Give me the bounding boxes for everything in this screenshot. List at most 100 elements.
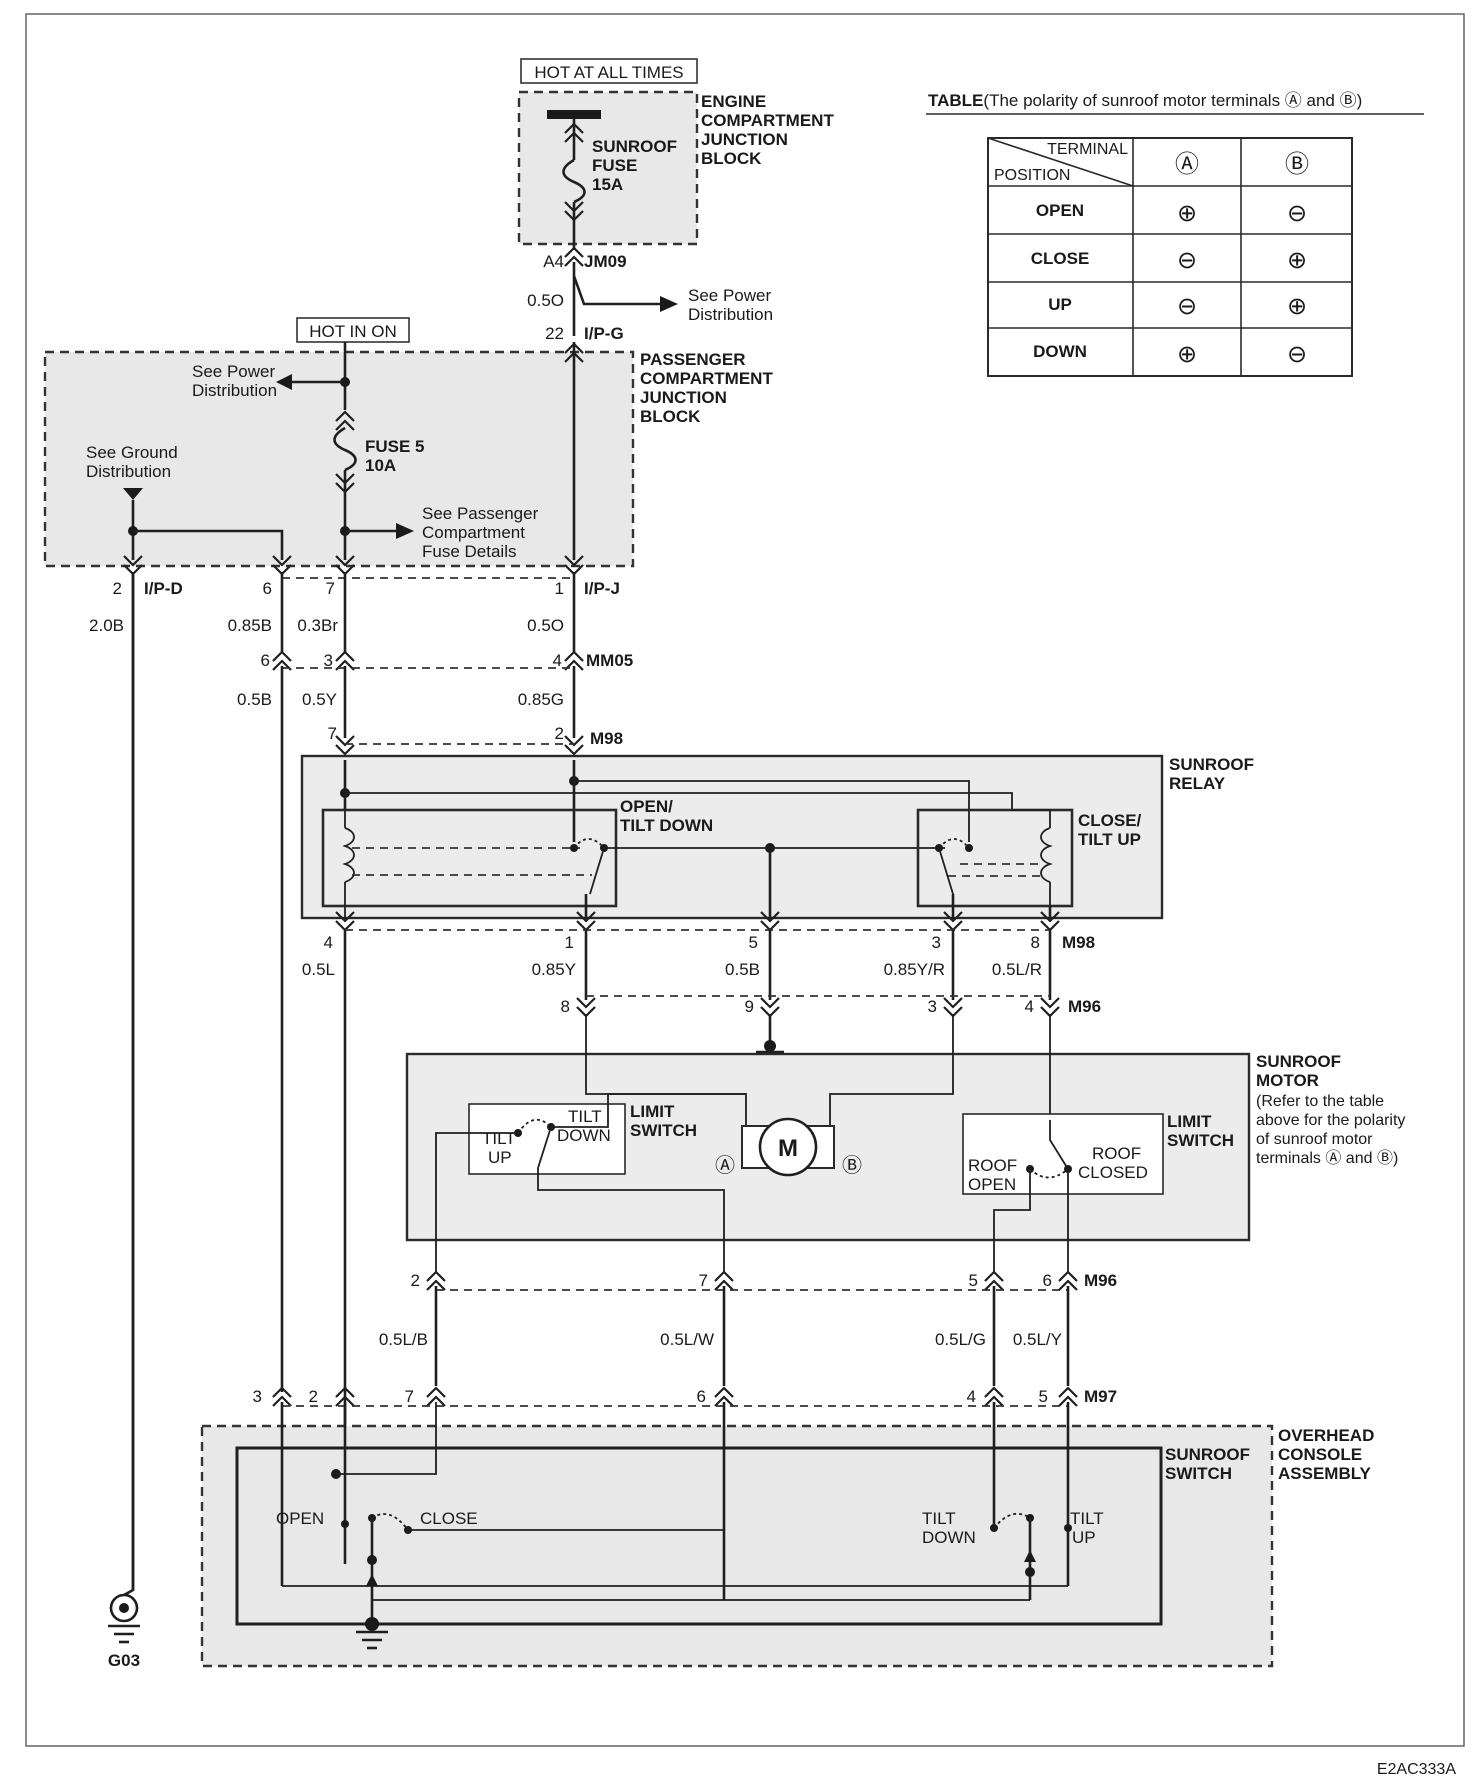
table-header-terminal: TERMINAL — [1047, 141, 1128, 158]
motor-terminal-a: Ⓐ — [715, 1154, 735, 1177]
overhead-console-label-2: CONSOLE — [1278, 1445, 1362, 1464]
fuse5-label-1: FUSE 5 — [365, 437, 425, 456]
wire-05LG: 0.5L/G — [935, 1330, 986, 1349]
bus-bar — [547, 110, 601, 119]
overhead-console-label-1: OVERHEAD — [1278, 1426, 1374, 1445]
m97-pin-5: 5 — [1039, 1387, 1048, 1406]
roof-open-limit-2: OPEN — [968, 1175, 1016, 1194]
ipj-connector-label: I/P-J — [584, 579, 620, 598]
see-passenger-fuse-line3: Fuse Details — [422, 542, 516, 561]
engine-junction-label-1: ENGINE — [701, 92, 766, 111]
table-row-close-position: CLOSE — [1031, 249, 1090, 268]
m98-bottom-pin-5: 5 — [749, 933, 758, 952]
sunroof-switch-box — [235, 1446, 1163, 1626]
wire-05LY: 0.5L/Y — [1013, 1330, 1062, 1349]
roof-open-limit-1: ROOF — [968, 1156, 1017, 1175]
motor-symbol — [758, 1117, 818, 1177]
open-tilt-down-relay — [321, 808, 618, 908]
close-tilt-up-label-2: TILT UP — [1078, 830, 1141, 849]
wire-05Y: 0.5Y — [302, 690, 337, 709]
engine-junction-label-4: BLOCK — [701, 149, 762, 168]
see-power-dist-2-line1: See Power — [192, 362, 275, 381]
polarity-table: TABLE(The polarity of sunroof motor term… — [926, 91, 1424, 377]
m97-pin-3: 3 — [253, 1387, 262, 1406]
ipd-connector-label: I/P-D — [144, 579, 183, 598]
table-row-close-a: ⊖ — [1177, 247, 1197, 274]
tilt-up-limit-1: TILT — [482, 1129, 516, 1148]
close-relay-coil — [1040, 827, 1053, 883]
m97-connector-label: M97 — [1084, 1387, 1117, 1406]
switch-tilt-down-label-2: DOWN — [922, 1528, 976, 1547]
m97-pin-4: 4 — [967, 1387, 976, 1406]
see-passenger-fuse-line2: Compartment — [422, 523, 525, 542]
wire-05O-top: 0.5O — [527, 291, 564, 310]
fuse5-symbol — [333, 426, 357, 472]
wire-05LW: 0.5L/W — [660, 1330, 714, 1349]
page-frame — [25, 13, 1465, 1747]
hot-in-on-label: HOT IN ON — [309, 322, 397, 341]
passenger-junction-label-2: COMPARTMENT — [640, 369, 773, 388]
sunroof-motor: SUNROOF MOTOR (Refer to the table above … — [405, 1014, 1405, 1272]
left-limit-label-2: SWITCH — [630, 1121, 697, 1140]
wire-085G: 0.85G — [518, 690, 564, 709]
tilt-down-limit-1: TILT — [568, 1107, 602, 1126]
table-title-rest: (The polarity of sunroof motor terminals… — [983, 91, 1362, 110]
m96-top-pin-9: 9 — [745, 997, 754, 1016]
m98-bottom-pin-8: 8 — [1031, 933, 1040, 952]
ground-g03-label: G03 — [108, 1651, 140, 1670]
table-row-up-b: ⊕ — [1287, 293, 1307, 320]
m96-top-pin-4: 4 — [1025, 997, 1034, 1016]
m96-top-connector-label: M96 — [1068, 997, 1101, 1016]
right-limit-switch — [962, 1113, 1164, 1195]
table-row-open-a: ⊕ — [1177, 200, 1197, 227]
ipg-connector-label: I/P-G — [584, 324, 624, 343]
m98-top-connector-label: M98 — [590, 729, 623, 748]
m98-top-pin-7: 7 — [328, 724, 337, 743]
wire-03Br: 0.3Br — [297, 616, 338, 635]
sunroof-switch-label-1: SUNROOF — [1165, 1445, 1250, 1464]
mm05-pin-6: 6 — [261, 651, 270, 670]
table-row-down-b: ⊖ — [1287, 341, 1307, 368]
close-relay-contact — [938, 847, 954, 895]
mm05-connector-label: MM05 — [586, 651, 633, 670]
m96-bottom-pin-5: 5 — [969, 1271, 978, 1290]
motor-symbol-label: M — [778, 1135, 798, 1162]
arrow-power-dist-1 — [660, 296, 678, 312]
close-tilt-up-label-1: CLOSE/ — [1078, 811, 1142, 830]
sunroof-motor-note-3: of sunroof motor — [1256, 1131, 1373, 1148]
switch-tilt-up-label-1: TILT — [1070, 1509, 1104, 1528]
mm05-pin-4: 4 — [553, 651, 562, 670]
wire-05B-mid: 0.5B — [725, 960, 760, 979]
table-row-down-a: ⊕ — [1177, 341, 1197, 368]
m96-bottom-pin-2: 2 — [411, 1271, 420, 1290]
wire-20B: 2.0B — [89, 616, 124, 635]
sunroof-motor-label-1: SUNROOF — [1256, 1052, 1341, 1071]
tilt-down-limit-2: DOWN — [557, 1126, 611, 1145]
see-power-dist-1-line1: See Power — [688, 286, 771, 305]
table-row-up-position: UP — [1048, 295, 1072, 314]
wire-05B-left: 0.5B — [237, 690, 272, 709]
table-col-a: Ⓐ — [1175, 151, 1199, 178]
overhead-console-label-3: ASSEMBLY — [1278, 1464, 1372, 1483]
engine-junction-label-2: COMPARTMENT — [701, 111, 834, 130]
ground-symbol-switch — [356, 1630, 388, 1650]
overhead-console-assembly: OVERHEAD CONSOLE ASSEMBLY SUNROOF SWITCH… — [200, 1402, 1374, 1668]
table-row-open-b: ⊖ — [1287, 200, 1307, 227]
sunroof-relay-label-2: RELAY — [1169, 774, 1226, 793]
wire-05O-mid: 0.5O — [527, 616, 564, 635]
table-row-down-position: DOWN — [1033, 342, 1087, 361]
arrow-passenger-fuse — [396, 523, 414, 539]
m98-bottom-pin-3: 3 — [932, 933, 941, 952]
engine-junction-label-3: JUNCTION — [701, 130, 788, 149]
see-power-dist-2-line2: Distribution — [192, 381, 277, 400]
sunroof-relay: SUNROOF RELAY OPEN/ TILT DOWN CLOSE/ TIL… — [300, 754, 1254, 920]
fuse5-label-2: 10A — [365, 456, 396, 475]
table-title: TABLE(The polarity of sunroof motor term… — [928, 91, 1362, 110]
tilt-up-limit-2: UP — [488, 1148, 512, 1167]
ground-dist-symbol — [123, 488, 143, 500]
see-ground-dist-line2: Distribution — [86, 462, 171, 481]
table-header-position: POSITION — [994, 167, 1070, 184]
see-passenger-fuse-line1: See Passenger — [422, 504, 539, 523]
table-row-up-a: ⊖ — [1177, 293, 1197, 320]
